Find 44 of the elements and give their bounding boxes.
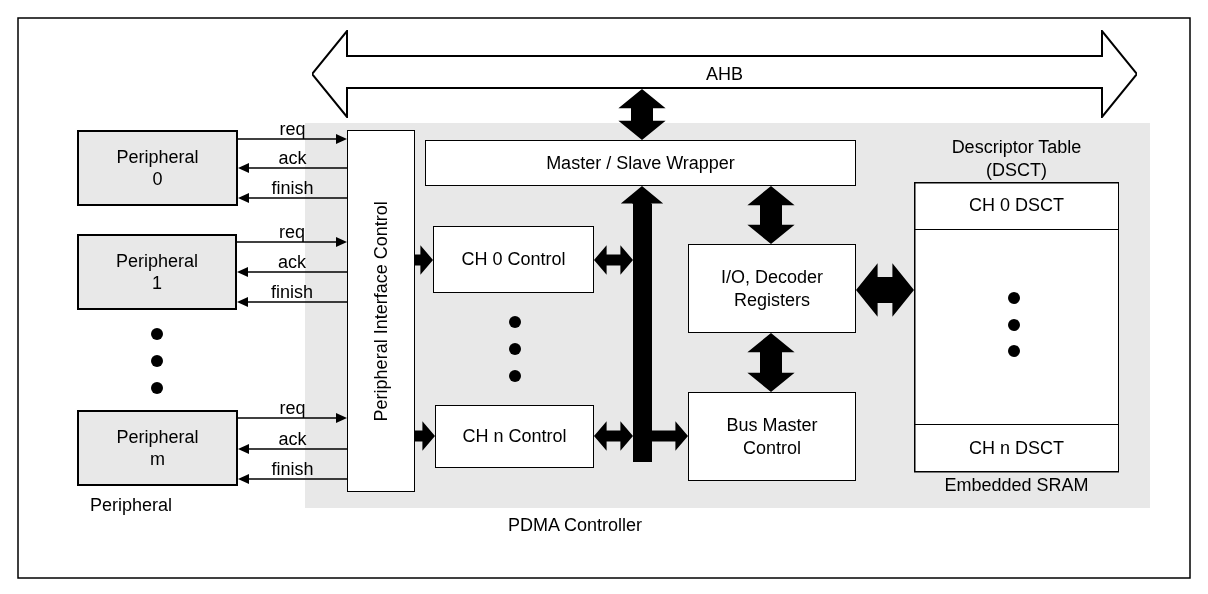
signal-label: req — [278, 399, 307, 417]
signal-arrow — [238, 474, 348, 484]
table-row: CH n DSCT — [914, 424, 1119, 472]
bus-arrow: AHB — [312, 30, 1137, 118]
channel-block: CH 0 Control — [433, 226, 594, 293]
wrapper-block: Master / Slave Wrapper — [425, 140, 856, 186]
signal-arrow — [238, 193, 348, 203]
peripheral-block: Peripheral 1 — [77, 234, 237, 310]
controller-caption: PDMA Controller — [508, 514, 643, 537]
bus-arrow — [747, 186, 795, 244]
peripheral-block: Peripheral 0 — [77, 130, 238, 206]
bus-arrow — [620, 186, 664, 204]
table-row: CH 0 DSCT — [914, 182, 1119, 230]
bus-arrow — [594, 245, 633, 275]
table-heading: Descriptor Table (DSCT) — [950, 136, 1083, 181]
bus-arrow — [415, 421, 435, 451]
bus-arrow — [594, 421, 633, 451]
signal-label: req — [278, 223, 306, 241]
signal-arrow — [237, 134, 347, 144]
signal-label: finish — [270, 179, 315, 197]
signal-arrow — [238, 163, 348, 173]
signal-arrow — [238, 444, 348, 454]
bus-arrow — [415, 245, 433, 275]
signal-label: ack — [277, 149, 308, 167]
signal-label: finish — [270, 460, 315, 478]
signal-arrow — [237, 413, 347, 423]
signal-label: ack — [277, 253, 307, 271]
memory-caption: Embedded SRAM — [943, 474, 1090, 497]
interface-block: Peripheral Interface Control — [347, 130, 415, 492]
signal-label: req — [278, 120, 307, 138]
signal-arrow — [237, 267, 348, 277]
signal-arrow — [237, 297, 348, 307]
bus-arrow — [618, 89, 666, 140]
signal-arrow — [236, 237, 347, 247]
bus-arrow — [856, 263, 914, 317]
bus-master-block: Bus Master Control — [688, 392, 856, 481]
bus-arrow — [652, 421, 688, 451]
bus-bar — [633, 204, 652, 462]
signal-label: ack — [277, 430, 308, 448]
signal-label: finish — [270, 283, 314, 301]
bus-arrow — [747, 333, 795, 392]
register-block: I/O, Decoder Registers — [688, 244, 856, 333]
channel-block: CH n Control — [435, 405, 594, 468]
peripheral-block: Peripheral m — [77, 410, 238, 486]
